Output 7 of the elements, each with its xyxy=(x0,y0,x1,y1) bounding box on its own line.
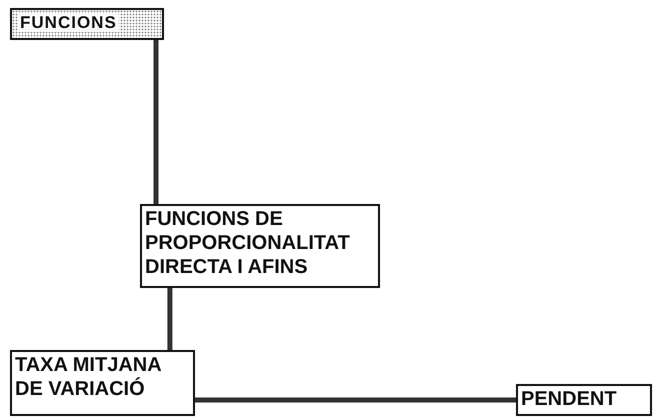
concept-box: PENDENT xyxy=(516,384,652,416)
connector-line xyxy=(154,40,158,204)
concept-box: FUNCIONS DE PROPORCIONALITAT DIRECTA I AFINS xyxy=(140,204,380,288)
connector-line xyxy=(167,288,172,350)
title-box: FUNCIONS xyxy=(10,8,164,40)
connector-line xyxy=(195,398,516,402)
concept-box: TAXA MITJANA DE VARIACIÓ xyxy=(10,350,195,416)
